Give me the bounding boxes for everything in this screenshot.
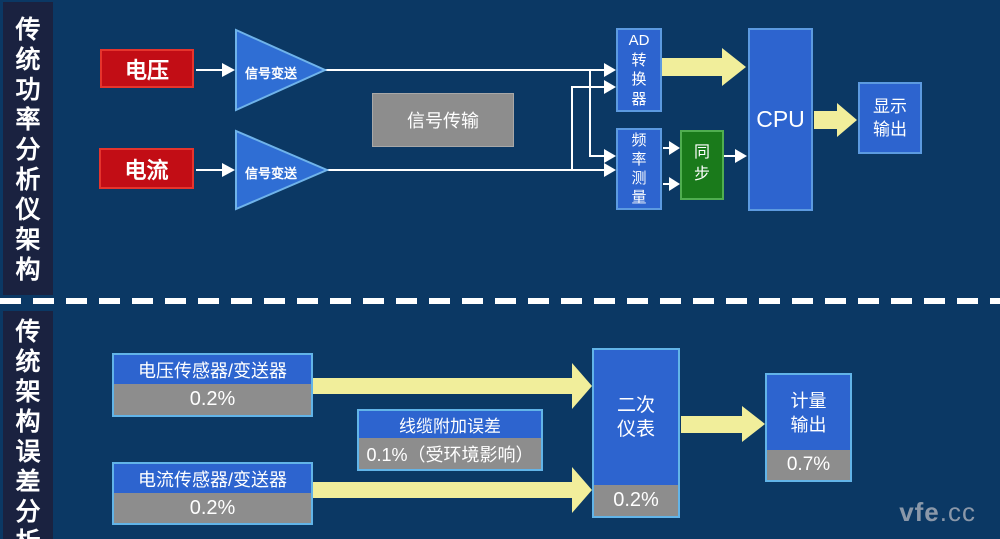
watermark-bold: vfe <box>899 497 940 527</box>
display-output-box: 显示 输出 <box>858 82 922 154</box>
current-transducer-label: 信号变送 <box>244 166 297 181</box>
metering-output-label: 计量 输出 <box>767 375 850 450</box>
secondary-instrument-error: 0.2% <box>594 485 678 516</box>
arrowhead-icon <box>669 177 680 191</box>
frequency-measure-box: 频 率 测 量 <box>616 128 662 210</box>
cable-error-box: 线缆附加误差 0.1%（受环境影响） <box>357 409 543 471</box>
bottom-section-title-bar: 传统架构误差分析 <box>3 311 53 539</box>
voltage-sensor-error: 0.2% <box>114 384 311 415</box>
arrowhead-icon <box>222 163 235 177</box>
signal-transmission-box: 信号传输 <box>372 93 514 147</box>
watermark-rest: .cc <box>939 497 976 527</box>
cable-error-label: 线缆附加误差 <box>359 411 541 438</box>
arrowhead-icon <box>669 141 680 155</box>
secondary-instrument-label: 二次 仪表 <box>594 350 678 485</box>
bottom-section-title: 传统架构误差分析 <box>15 318 41 539</box>
top-section-title: 传统功率分析仪架构 <box>15 16 41 284</box>
current-sensor-box: 电流传感器/变送器 0.2% <box>112 462 313 525</box>
signal-arrowheads <box>222 63 747 191</box>
line-current-to-ad <box>571 86 604 170</box>
watermark: vfe.cc <box>899 497 976 528</box>
cable-error-value: 0.1%（受环境影响） <box>359 438 541 469</box>
arrowhead-icon <box>735 149 747 163</box>
voltage-input-box: 电压 <box>100 49 194 88</box>
section-divider <box>0 298 1000 304</box>
arrow-secondary-to-metering-icon <box>681 406 765 442</box>
ad-converter-box: AD 转 换 器 <box>616 28 662 112</box>
arrowhead-icon <box>604 63 616 77</box>
line-voltage-to-freq <box>589 70 604 157</box>
sync-box: 同 步 <box>680 130 724 200</box>
voltage-sensor-box: 电压传感器/变送器 0.2% <box>112 353 313 417</box>
arrowhead-icon <box>604 163 616 177</box>
arrowhead-icon <box>222 63 235 77</box>
current-sensor-error: 0.2% <box>114 493 311 523</box>
secondary-instrument-box: 二次 仪表 0.2% <box>592 348 680 518</box>
top-section-title-bar: 传统功率分析仪架构 <box>3 2 53 295</box>
arrow-ad-to-cpu-icon <box>662 48 746 86</box>
cpu-box: CPU <box>748 28 813 211</box>
voltage-transducer-label: 信号变送 <box>244 66 297 81</box>
metering-output-box: 计量 输出 0.7% <box>765 373 852 482</box>
arrow-cpu-to-display-icon <box>814 103 857 137</box>
signal-lines <box>196 69 735 185</box>
current-transducer-triangle <box>235 129 330 211</box>
arrow-current-sensor-to-secondary-icon <box>313 467 592 513</box>
arrow-voltage-sensor-to-secondary-icon <box>313 363 592 409</box>
arrowhead-icon <box>604 149 616 163</box>
arrowhead-icon <box>604 80 616 94</box>
voltage-sensor-label: 电压传感器/变送器 <box>114 355 311 384</box>
current-sensor-label: 电流传感器/变送器 <box>114 464 311 493</box>
yellow-arrows <box>313 48 857 513</box>
metering-output-error: 0.7% <box>767 450 850 480</box>
voltage-transducer-triangle <box>235 28 328 112</box>
current-input-box: 电流 <box>99 148 194 189</box>
